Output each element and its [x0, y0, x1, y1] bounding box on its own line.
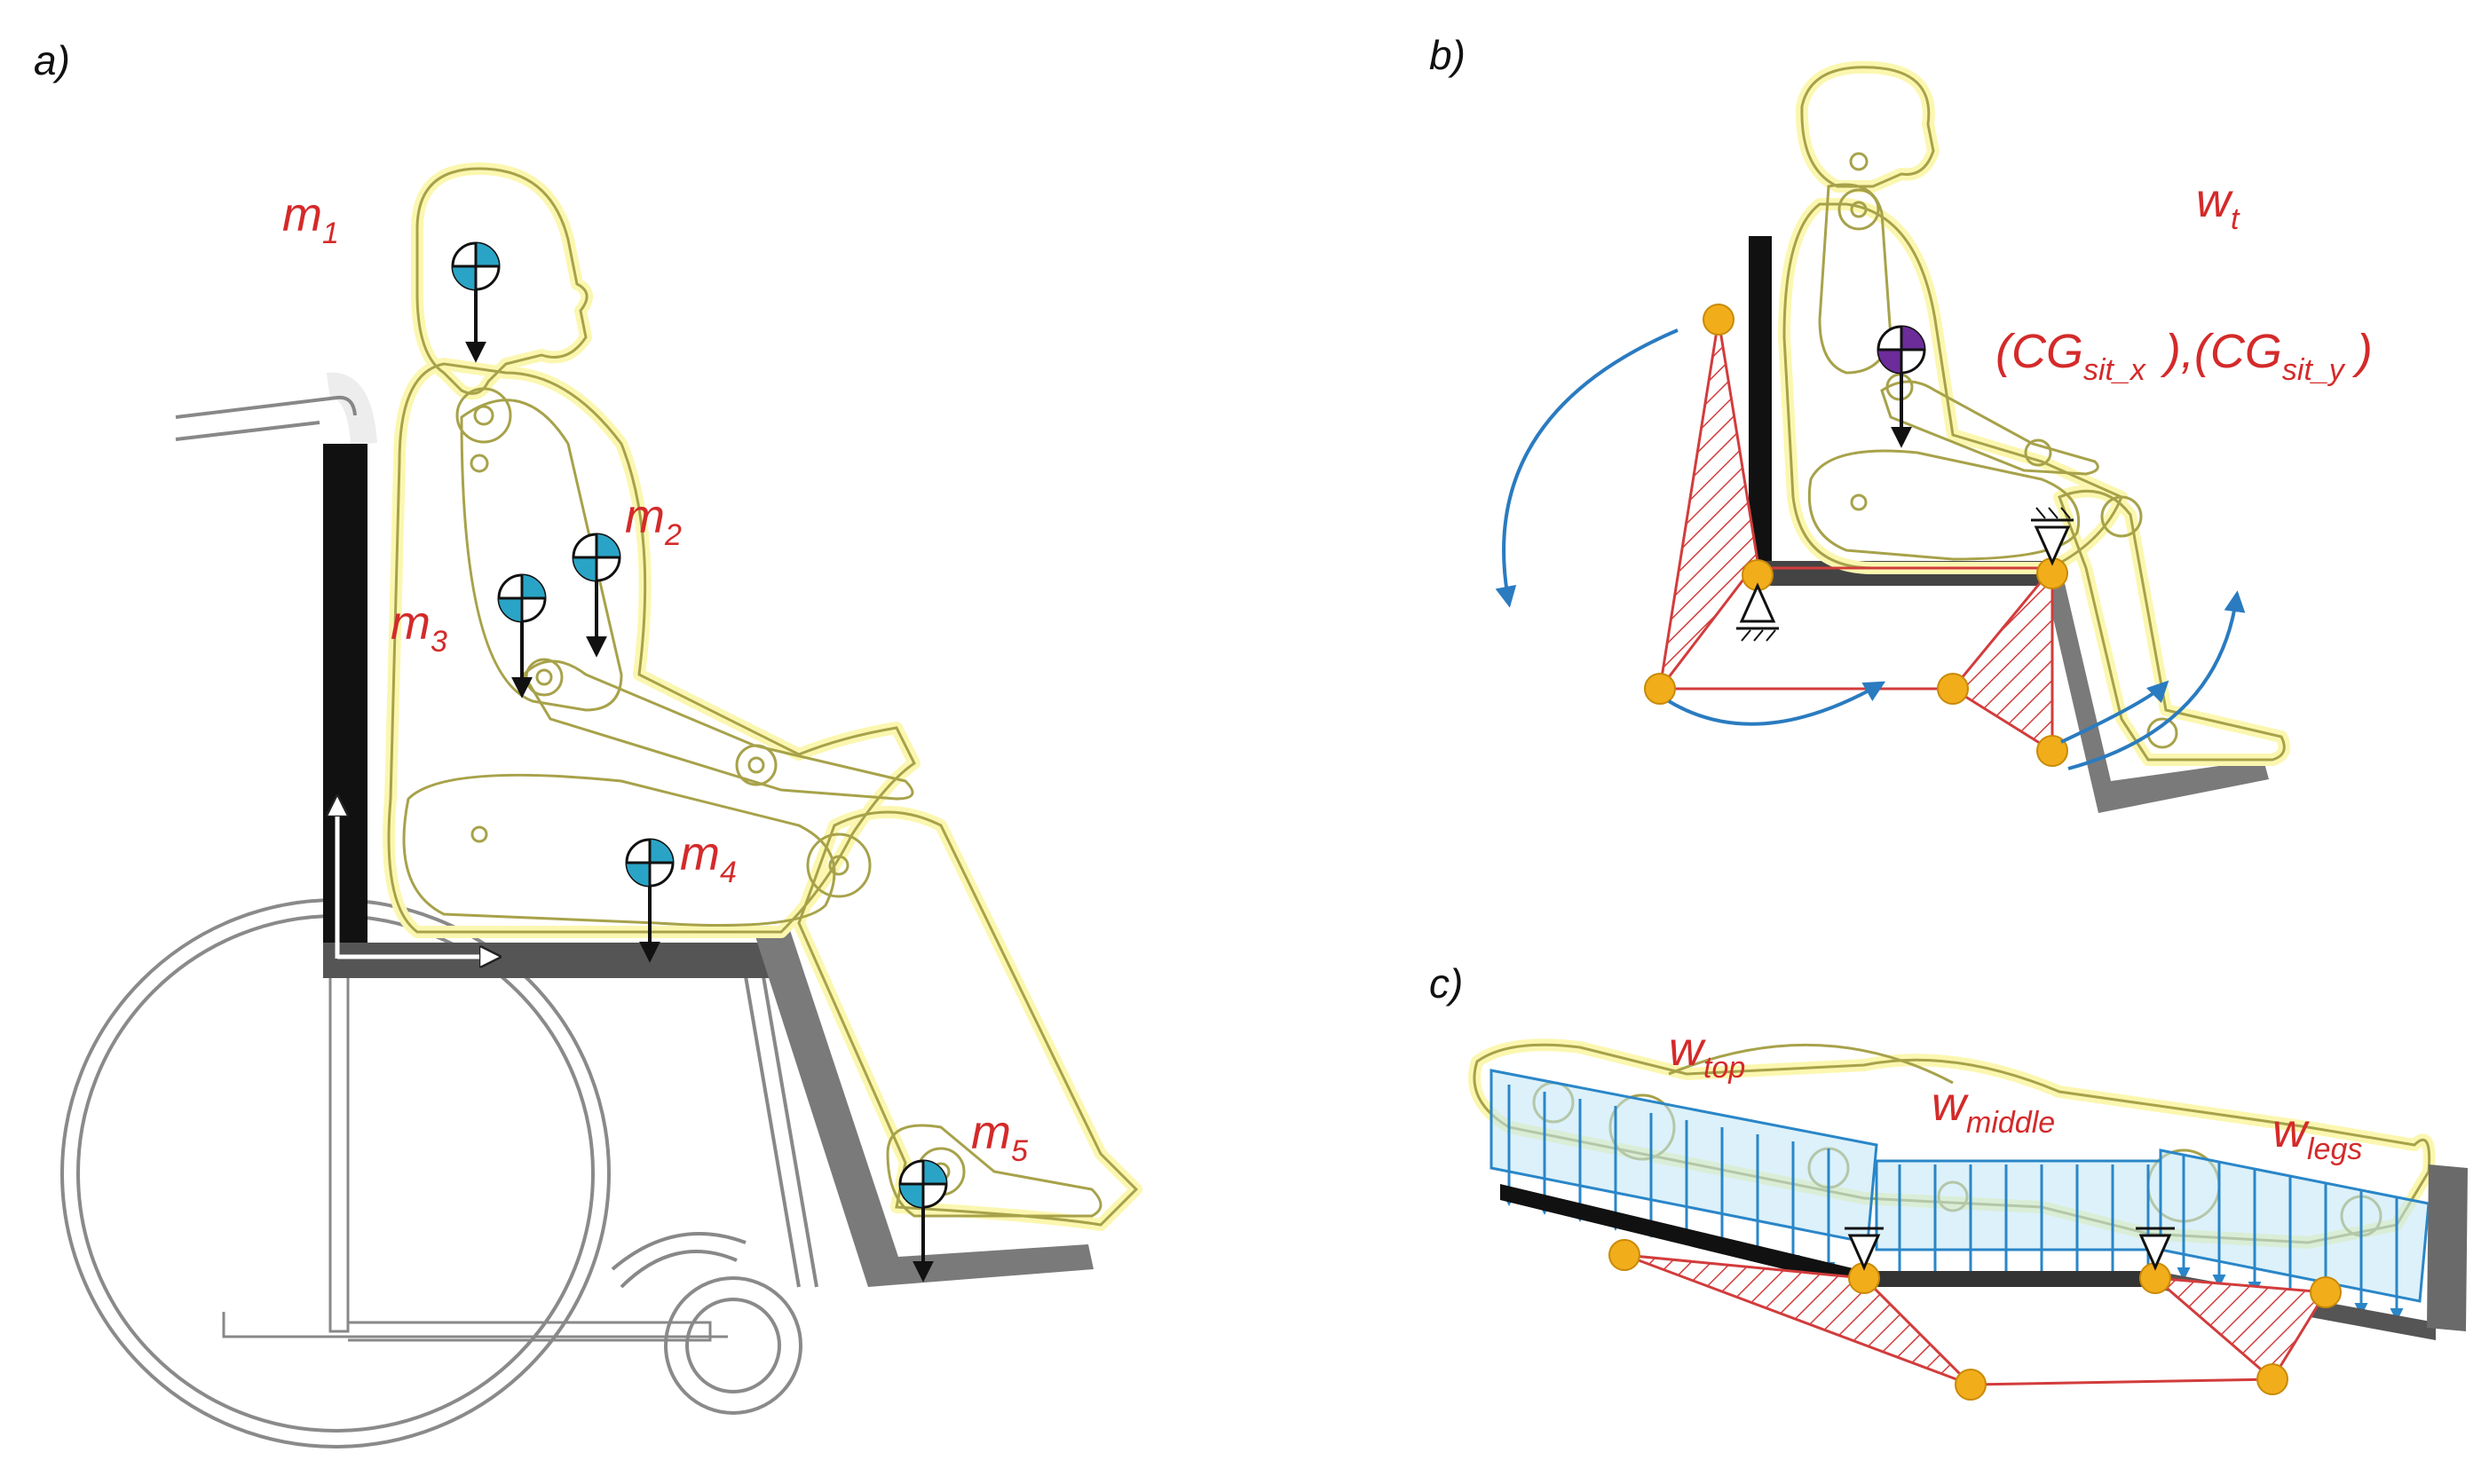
label-m2: m2: [625, 490, 682, 552]
backrest: [323, 444, 367, 976]
panel-b: b): [1429, 32, 2373, 813]
label-m1: m1: [282, 188, 339, 250]
shank-outline-b: [2058, 489, 2286, 762]
cg-markers-a: [451, 241, 948, 1283]
panel-c: c): [1429, 960, 2468, 1401]
seated-human-a: [383, 162, 1142, 1231]
joint: [2256, 1363, 2288, 1395]
pin-support-icon: [2031, 507, 2074, 566]
seat: [323, 943, 770, 978]
joint: [1955, 1369, 1987, 1401]
cg-m2-icon: [572, 533, 621, 582]
back-link-triangle-c: [1624, 1253, 1972, 1386]
front-caster: [664, 1276, 802, 1415]
distributed-load-arrows: [1502, 1085, 2404, 1322]
rod-motion-arrow: [1667, 681, 1886, 726]
head-outline: [415, 167, 589, 395]
panel-c-label: c): [1429, 960, 1463, 1006]
backrest-b: [1749, 236, 1772, 573]
joint: [1703, 304, 1734, 335]
head-outline-b: [1800, 66, 1935, 188]
upper-arm-outline-b: [1818, 183, 1892, 375]
connecting-rod-c: [1970, 1377, 2273, 1386]
label-m3: m3: [391, 596, 447, 659]
panel-a: a): [34, 37, 1142, 1448]
pin-support-icon: [2136, 1227, 2175, 1271]
leg-rotation-arrow-1: [2060, 680, 2169, 744]
actuation-mechanism-b: [1644, 304, 2074, 767]
load-box-top: [1489, 1069, 1878, 1244]
label-w-middle: wmiddle: [1932, 1077, 2055, 1140]
wheelchair: [60, 372, 1094, 1448]
cg-m3-icon: [497, 573, 547, 623]
panel-b-label: b): [1429, 32, 1466, 78]
joint: [1937, 673, 1969, 705]
seat-c: [1861, 1271, 2155, 1287]
actuation-mechanism-c: [1608, 1227, 2342, 1401]
label-m4: m4: [680, 827, 737, 889]
thigh-outline-b: [1807, 449, 2081, 561]
pin-support-icon: [1845, 1227, 1884, 1271]
leg-rotation-arrow-2: [2067, 590, 2246, 770]
leg-link-triangle-c: [2151, 1276, 2328, 1382]
cg-m5-icon: [898, 1159, 948, 1209]
joint: [1608, 1239, 1640, 1271]
label-cg-sit: (CGsit_x),(CGsit_y): [1995, 325, 2373, 387]
forearm-outline: [522, 659, 914, 801]
back-rotation-arrow: [1495, 328, 1679, 608]
label-w-top: wtop: [1669, 1022, 1745, 1085]
pin-support-icon: [1736, 582, 1779, 642]
cg-m4-icon: [625, 838, 675, 888]
foot-outline: [886, 1124, 1102, 1218]
panel-a-label: a): [34, 37, 70, 83]
cg-sit-icon: [1877, 325, 1926, 375]
thigh-outline: [402, 773, 836, 927]
joint: [1644, 673, 1676, 705]
back-link-triangle: [1658, 319, 1759, 690]
cg-m1-icon: [451, 241, 501, 291]
leg-rest: [755, 930, 1094, 1287]
shank-outline: [797, 810, 1139, 1227]
load-box-legs: [2159, 1149, 2430, 1303]
backrest-c: [1500, 1184, 1864, 1289]
load-box-middle: [1875, 1159, 2162, 1251]
upper-arm-outline: [460, 399, 623, 712]
label-w-legs: wlegs: [2272, 1104, 2362, 1166]
rear-wheel: [60, 898, 611, 1448]
leg-rest-b: [2042, 568, 2269, 813]
torso-outline: [387, 362, 916, 934]
joint: [2310, 1276, 2342, 1308]
label-wt: wt: [2196, 174, 2240, 236]
footplate-c: [2427, 1164, 2468, 1331]
label-m5: m5: [971, 1106, 1028, 1168]
forearm-outline-b: [1880, 380, 2099, 476]
leg-link-triangle: [1950, 564, 2054, 754]
joint: [2036, 735, 2068, 767]
